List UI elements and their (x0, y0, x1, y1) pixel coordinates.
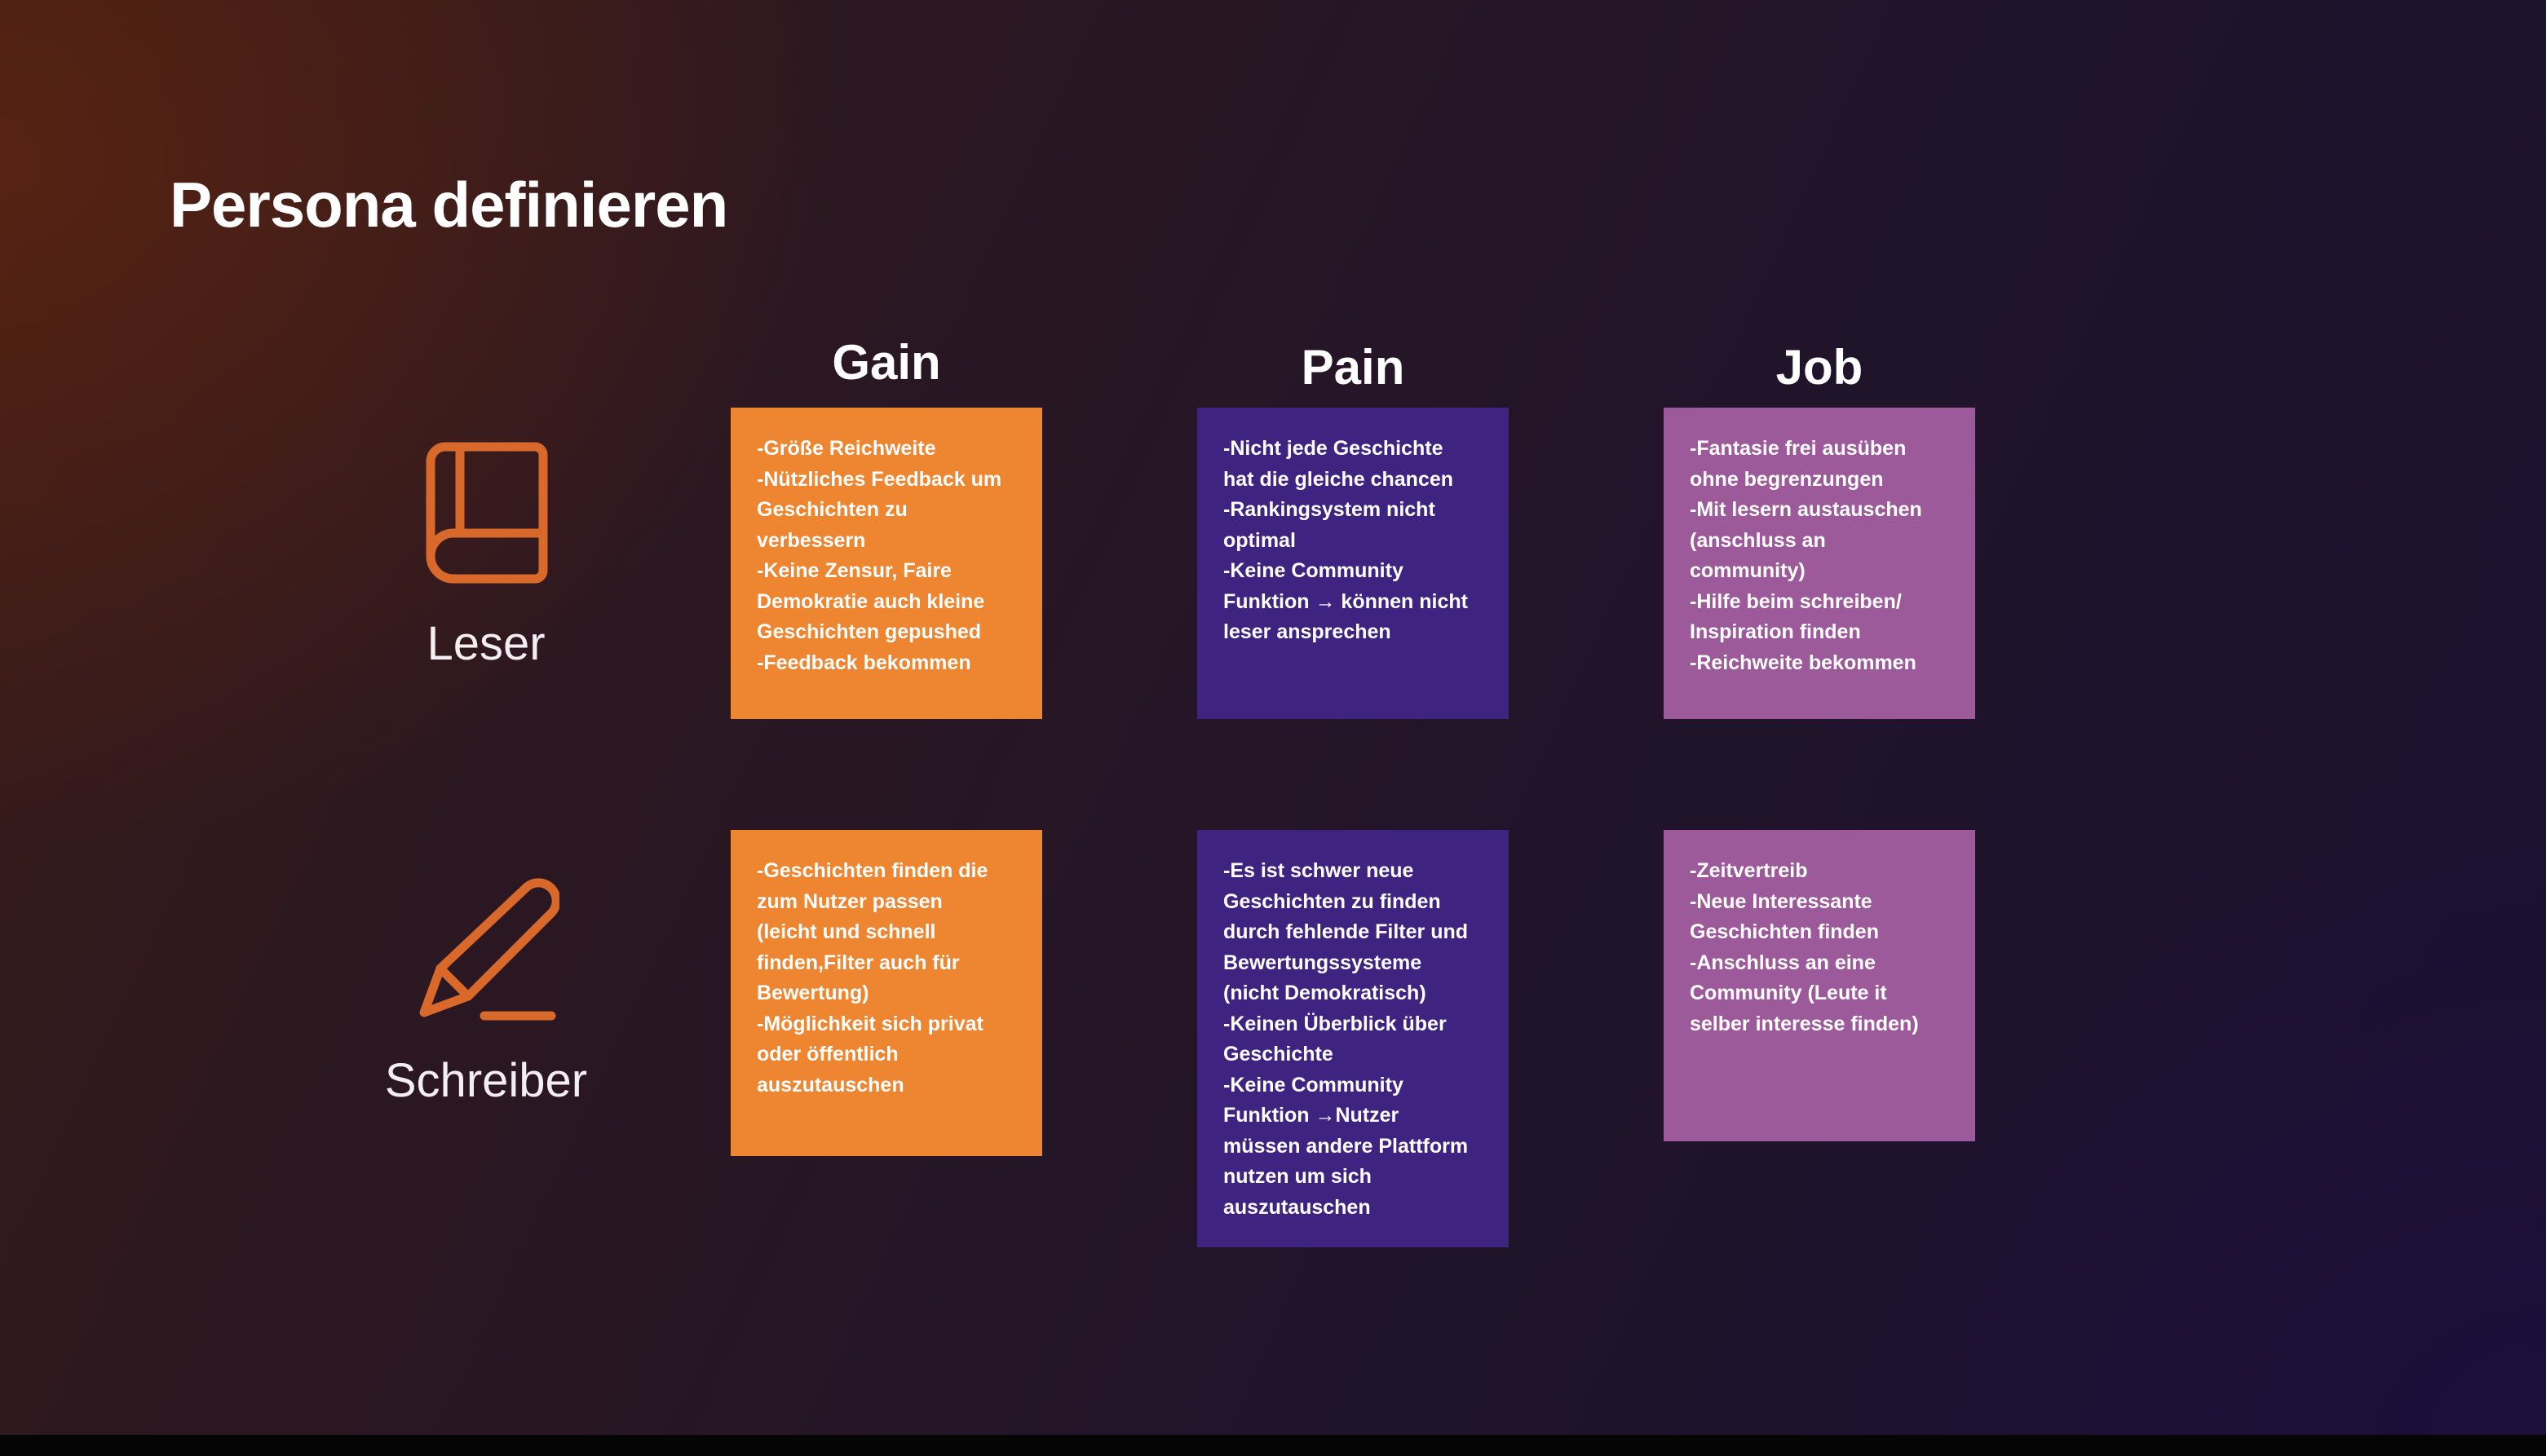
card-line: -Keine Community (1223, 1073, 1403, 1096)
card-schreiber-gain: -Geschichten finden die zum Nutzer passen… (731, 830, 1042, 1156)
card-line: Bewertungssysteme (1223, 951, 1422, 974)
card-line: (leicht und schnell (757, 920, 936, 943)
card-line: Geschichten zu (757, 498, 908, 521)
card-line: nutzen um sich (1223, 1165, 1372, 1188)
card-line: -Es ist schwer neue (1223, 859, 1414, 882)
card-line: Geschichte (1223, 1043, 1333, 1066)
card-line: -Feedback bekommen (757, 651, 971, 674)
card-line: -Fantasie frei ausüben (1690, 437, 1907, 460)
card-line: durch fehlende Filter und (1223, 920, 1469, 943)
card-leser-job: -Fantasie frei ausüben ohne begrenzungen -… (1664, 408, 1975, 719)
bottom-bar (0, 1435, 2546, 1456)
card-line: -Nützliches Feedback um (757, 467, 1002, 491)
persona-label-leser: Leser (427, 617, 546, 670)
book-icon (426, 442, 548, 584)
card-line: Geschichten finden (1690, 920, 1879, 943)
card-line: -Keinen Überblick über (1223, 1012, 1447, 1035)
card-line: -Größe Reichweite (757, 437, 936, 460)
card-line: auszutauschen (1223, 1195, 1371, 1219)
pencil-icon (419, 878, 559, 1021)
card-line: finden,Filter auch für (757, 951, 960, 974)
card-line: -Rankingsystem nicht (1223, 498, 1435, 521)
card-line: Geschichten gepushed (757, 620, 982, 643)
card-line: Funktion → können nicht (1223, 589, 1468, 613)
card-line: leser ansprechen (1223, 620, 1391, 643)
card-line: Inspiration finden (1690, 620, 1861, 643)
column-header-gain: Gain (832, 335, 941, 390)
card-line: Demokratie auch kleine (757, 589, 985, 613)
card-line: -Keine Community (1223, 559, 1403, 582)
card-line: müssen andere Plattform (1223, 1134, 1469, 1158)
persona-label-schreiber: Schreiber (384, 1054, 588, 1107)
card-line: (nicht Demokratisch) (1223, 982, 1426, 1004)
card-line: selber interesse finden) (1690, 1012, 1919, 1035)
card-line: -Zeitvertreib (1690, 859, 1808, 882)
card-line: hat die gleiche chancen (1223, 467, 1454, 491)
card-line: -Hilfe beim schreiben/ (1690, 589, 1902, 613)
card-line: -Möglichkeit sich privat (757, 1012, 983, 1035)
card-line: Geschichten zu finden (1223, 889, 1441, 913)
card-line: -Geschichten finden die (757, 859, 988, 882)
card-line: ohne begrenzungen (1690, 467, 1884, 491)
card-leser-gain: -Größe Reichweite -Nützliches Feedback um… (731, 408, 1042, 719)
card-line: -Neue Interessante (1690, 889, 1872, 913)
card-line: -Reichweite bekommen (1690, 651, 1916, 674)
card-line: oder öffentlich (757, 1043, 899, 1066)
card-line: zum Nutzer passen (757, 889, 943, 913)
card-line: (anschluss an (1690, 528, 1826, 552)
page-title: Persona definieren (170, 169, 728, 240)
card-line: optimal (1223, 528, 1296, 552)
card-line: community) (1690, 559, 1806, 582)
card-line: -Nicht jede Geschichte (1223, 437, 1443, 460)
card-line: -Mit lesern austauschen (1690, 498, 1922, 521)
card-line: auszutauschen (757, 1073, 904, 1096)
card-line: Community (Leute it (1690, 982, 1887, 1004)
card-line: Funktion →Nutzer (1223, 1104, 1399, 1127)
column-header-job: Job (1775, 340, 1863, 395)
card-line: -Anschluss an eine (1690, 951, 1876, 974)
card-line: Bewertung) (757, 982, 869, 1004)
card-line: -Keine Zensur, Faire (757, 559, 952, 582)
column-header-pain: Pain (1301, 340, 1405, 395)
card-line: verbessern (757, 528, 866, 552)
card-leser-pain: -Nicht jede Geschichte hat die gleiche ch… (1197, 408, 1509, 719)
